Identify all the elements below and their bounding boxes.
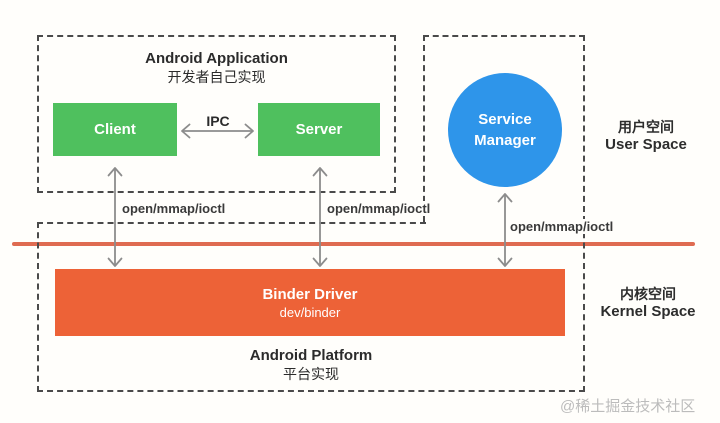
server-node-label: Server [295,121,343,138]
service-manager-node: Service Manager [448,73,562,187]
service-manager-label-line2: Manager [474,132,536,149]
binder-driver-subtitle: dev/binder [279,304,341,320]
android-application-subtitle: 开发者自己实现 [167,69,266,85]
service-manager-group-box [423,35,585,222]
server-syscall-label: open/mmap/ioctl [325,201,433,216]
client-node: Client [53,103,177,156]
watermark: @稀土掘金技术社区 [560,398,696,415]
android-application-title: Android Application [145,50,288,67]
android-platform-title: Android Platform [249,347,373,364]
android-platform-heading: Android Platform 平台实现 [37,347,585,384]
user-kernel-boundary-line [12,242,695,246]
binder-driver-node: Binder Driver dev/binder [55,269,565,336]
ipc-label: IPC [206,113,230,129]
service-manager-syscall-label: open/mmap/ioctl [508,219,616,234]
android-platform-group-box [37,222,585,392]
platform-box-top-border-segment [37,222,426,224]
client-syscall-label: open/mmap/ioctl [120,201,228,216]
user-space-label-zh: 用户空间 [618,119,674,135]
kernel-space-label-zh: 内核空间 [620,286,676,302]
binder-driver-title: Binder Driver [262,285,358,303]
android-application-heading: Android Application 开发者自己实现 [37,50,396,87]
android-application-group-box [37,35,396,193]
client-node-label: Client [94,121,136,138]
kernel-space-label-en: Kernel Space [600,303,696,320]
user-space-label: 用户空间 User Space [598,119,694,153]
service-manager-label-line1: Service [478,111,532,128]
server-node: Server [258,103,380,156]
kernel-space-label: 内核空间 Kernel Space [598,286,698,320]
android-platform-subtitle: 平台实现 [283,366,339,382]
user-space-label-en: User Space [605,136,687,153]
